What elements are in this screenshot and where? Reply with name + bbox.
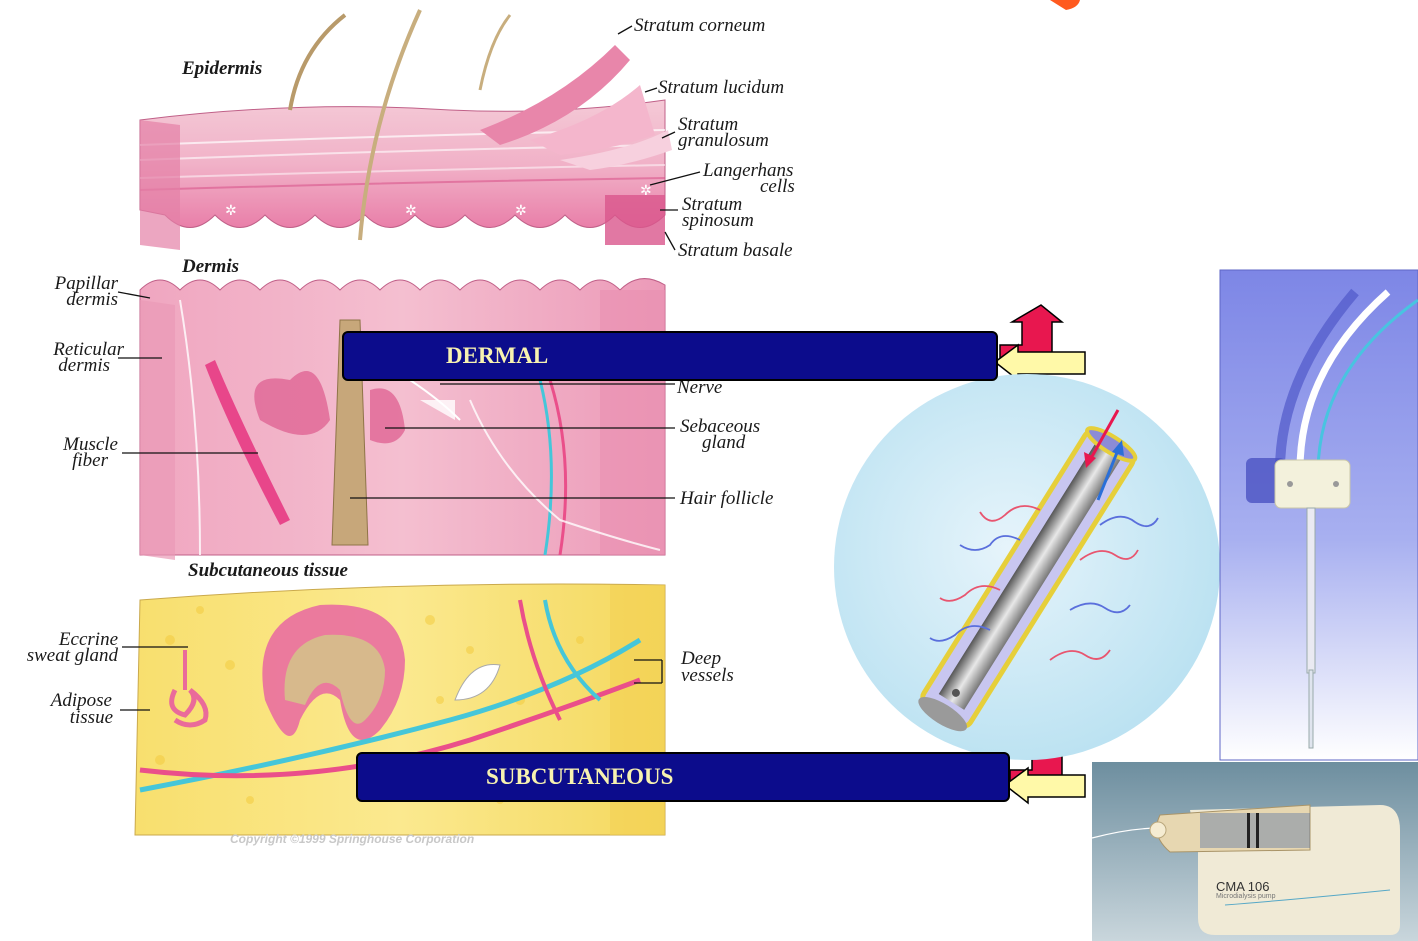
device-subtitle-label: Microdialysis pump <box>1216 893 1276 900</box>
copyright-notice: Copyright ©1999 Springhouse Corporation <box>230 832 474 846</box>
label-deep-vessels-2: vessels <box>681 668 734 684</box>
subcutaneous-banner: SUBCUTANEOUS <box>356 752 1010 802</box>
label-muscle-2: fiber <box>72 453 108 469</box>
label-sebaceous-2: gland <box>702 435 745 451</box>
svg-text:✲: ✲ <box>225 204 237 219</box>
subcutaneous-banner-label: SUBCUTANEOUS <box>486 764 673 790</box>
svg-text:✲: ✲ <box>405 204 417 219</box>
label-nerve: Nerve <box>677 380 722 396</box>
label-stratum-corneum: Stratum corneum <box>634 18 765 34</box>
subcutaneous-heading: Subcutaneous tissue <box>188 560 348 582</box>
dermal-banner: DERMAL <box>342 331 998 381</box>
label-hair-follicle: Hair follicle <box>680 491 773 507</box>
label-adipose-2: tissue <box>70 710 113 726</box>
label-stratum-lucidum: Stratum lucidum <box>658 80 784 96</box>
device-model-label: CMA 106 <box>1216 879 1269 894</box>
svg-text:✲: ✲ <box>640 184 652 199</box>
svg-text:✲: ✲ <box>515 204 527 219</box>
label-langerhans-2: cells <box>760 179 795 195</box>
label-stratum-spinosum-2: spinosum <box>682 213 754 229</box>
dermis-heading: Dermis <box>182 256 239 278</box>
dermal-banner-label: DERMAL <box>446 343 548 369</box>
label-stratum-basale: Stratum basale <box>678 243 793 259</box>
label-eccrine-2: sweat gland <box>27 648 118 664</box>
epidermis-heading: Epidermis <box>182 58 262 80</box>
label-papillar-2: dermis <box>66 292 118 308</box>
label-stratum-granulosum-2: granulosum <box>678 133 769 149</box>
label-reticular-2: dermis <box>58 358 110 374</box>
